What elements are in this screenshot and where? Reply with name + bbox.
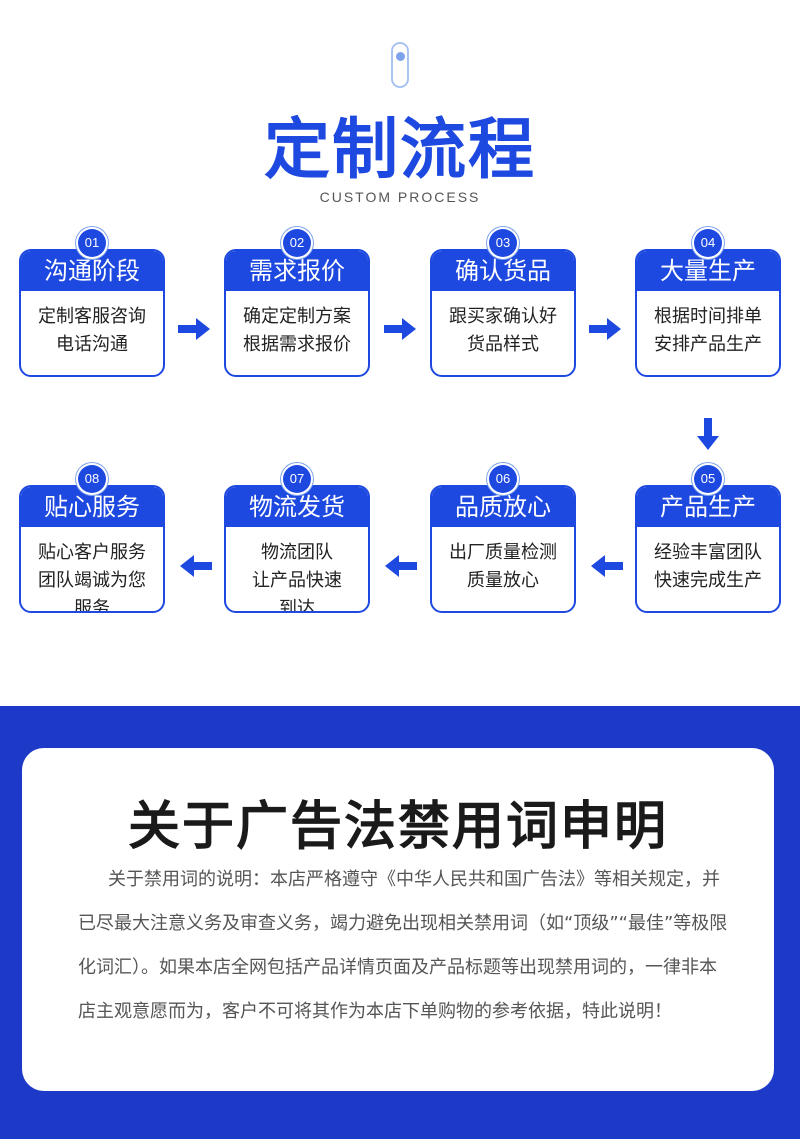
step-description: 确定定制方案 根据需求报价 bbox=[226, 291, 368, 359]
step-description: 出厂质量检测 质量放心 bbox=[432, 527, 574, 595]
step-number: 02 bbox=[283, 229, 311, 257]
step-card: 需求报价 确定定制方案 根据需求报价 bbox=[224, 249, 370, 377]
arrow-left-icon bbox=[591, 555, 623, 577]
step-desc-line: 根据时间排单 bbox=[654, 306, 762, 327]
step-05: 05 产品生产 经验丰富团队 快速完成生产 bbox=[635, 465, 781, 613]
step-number: 07 bbox=[283, 465, 311, 493]
arrow-right-icon bbox=[589, 318, 621, 340]
step-06: 06 品质放心 出厂质量检测 质量放心 bbox=[430, 465, 576, 613]
step-desc-line: 安排产品生产 bbox=[654, 334, 762, 355]
step-desc-line: 团队竭诚为您 bbox=[38, 570, 146, 591]
step-description: 经验丰富团队 快速完成生产 bbox=[637, 527, 779, 595]
notice-text: 关于禁用词的说明：本店严格遵守《中华人民共和国广告法》等相关规定，并已尽最大注意… bbox=[78, 869, 728, 1022]
step-number: 08 bbox=[78, 465, 106, 493]
step-desc-line: 定制客服咨询 bbox=[38, 306, 146, 327]
step-description: 跟买家确认好 货品样式 bbox=[432, 291, 574, 359]
notice-card: 关于广告法禁用词申明 关于禁用词的说明：本店严格遵守《中华人民共和国广告法》等相… bbox=[22, 748, 774, 1091]
step-desc-line: 出厂质量检测 bbox=[449, 542, 557, 563]
page-subtitle: CUSTOM PROCESS bbox=[319, 189, 481, 205]
step-number: 01 bbox=[78, 229, 106, 257]
step-desc-line: 贴心客户服务 bbox=[38, 542, 146, 563]
step-desc-line: 电话沟通 bbox=[56, 334, 128, 355]
step-title: 确认货品 bbox=[432, 251, 574, 291]
step-03: 03 确认货品 跟买家确认好 货品样式 bbox=[430, 229, 576, 377]
step-desc-line: 确定定制方案 bbox=[243, 306, 351, 327]
step-title: 品质放心 bbox=[432, 487, 574, 527]
step-08: 08 贴心服务 贴心客户服务 团队竭诚为您 服务 bbox=[19, 465, 165, 613]
step-01: 01 沟通阶段 定制客服咨询 电话沟通 bbox=[19, 229, 165, 377]
step-desc-line: 经验丰富团队 bbox=[654, 542, 762, 563]
step-card: 贴心服务 贴心客户服务 团队竭诚为您 服务 bbox=[19, 485, 165, 613]
step-desc-line: 跟买家确认好 bbox=[449, 306, 557, 327]
step-title: 产品生产 bbox=[637, 487, 779, 527]
arrow-right-icon bbox=[384, 318, 416, 340]
step-number: 05 bbox=[694, 465, 722, 493]
step-title: 大量生产 bbox=[637, 251, 779, 291]
step-desc-line: 货品样式 bbox=[467, 334, 539, 355]
step-title: 物流发货 bbox=[226, 487, 368, 527]
step-card: 产品生产 经验丰富团队 快速完成生产 bbox=[635, 485, 781, 613]
step-description: 贴心客户服务 团队竭诚为您 服务 bbox=[21, 527, 163, 613]
arrow-right-icon bbox=[178, 318, 210, 340]
step-desc-line: 物流团队 bbox=[261, 542, 333, 563]
step-title: 沟通阶段 bbox=[21, 251, 163, 291]
arrow-left-icon bbox=[180, 555, 212, 577]
step-04: 04 大量生产 根据时间排单 安排产品生产 bbox=[635, 229, 781, 377]
arrow-left-icon bbox=[385, 555, 417, 577]
step-desc-line: 到达 bbox=[279, 598, 315, 613]
step-card: 沟通阶段 定制客服咨询 电话沟通 bbox=[19, 249, 165, 377]
step-card: 确认货品 跟买家确认好 货品样式 bbox=[430, 249, 576, 377]
notice-title: 关于广告法禁用词申明 bbox=[127, 797, 668, 857]
step-number: 04 bbox=[694, 229, 722, 257]
step-desc-line: 让产品快速 bbox=[252, 570, 342, 591]
step-desc-line: 快速完成生产 bbox=[654, 570, 762, 591]
step-number: 06 bbox=[489, 465, 517, 493]
step-07: 07 物流发货 物流团队 让产品快速 到达 bbox=[224, 465, 370, 613]
step-description: 定制客服咨询 电话沟通 bbox=[21, 291, 163, 359]
step-02: 02 需求报价 确定定制方案 根据需求报价 bbox=[224, 229, 370, 377]
step-description: 根据时间排单 安排产品生产 bbox=[637, 291, 779, 359]
page-title: 定制流程 bbox=[264, 111, 536, 188]
step-title: 需求报价 bbox=[226, 251, 368, 291]
step-desc-line: 根据需求报价 bbox=[243, 334, 351, 355]
scroll-ornament-icon bbox=[391, 42, 409, 88]
step-card: 大量生产 根据时间排单 安排产品生产 bbox=[635, 249, 781, 377]
step-desc-line: 服务 bbox=[74, 598, 110, 613]
step-title: 贴心服务 bbox=[21, 487, 163, 527]
step-card: 品质放心 出厂质量检测 质量放心 bbox=[430, 485, 576, 613]
step-card: 物流发货 物流团队 让产品快速 到达 bbox=[224, 485, 370, 613]
step-desc-line: 质量放心 bbox=[467, 570, 539, 591]
step-number: 03 bbox=[489, 229, 517, 257]
step-description: 物流团队 让产品快速 到达 bbox=[226, 527, 368, 613]
arrow-down-icon bbox=[697, 418, 719, 450]
